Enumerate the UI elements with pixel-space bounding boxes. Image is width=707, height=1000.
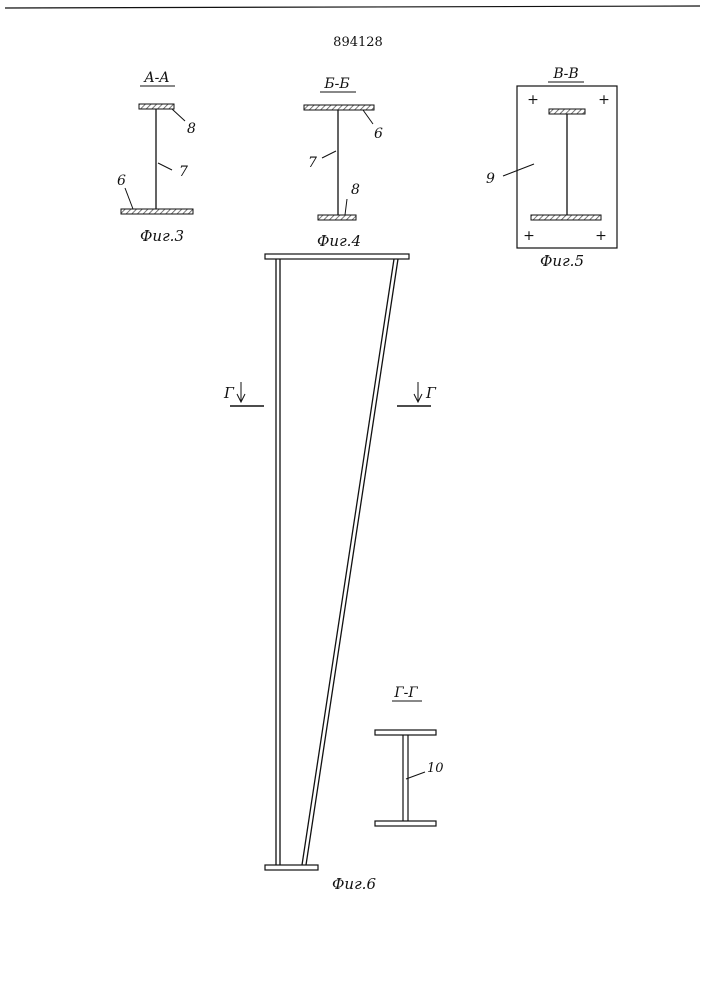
fig3-callout-6: 6 (117, 173, 126, 189)
fig5-plus-mark: + (595, 228, 607, 244)
section-g-g: Г-Г 10 (375, 685, 444, 826)
fig5-caption: Фиг.5 (540, 252, 584, 270)
gg-bottom-flange (375, 821, 436, 826)
fig5-top-flange (549, 109, 585, 114)
fig5-plus-mark: + (523, 228, 535, 244)
fig4-callout-6: 6 (374, 126, 383, 142)
patent-number: 894128 (333, 35, 383, 50)
sheet-top-border (5, 6, 700, 8)
figure-6: Г Г Фиг.6 (223, 254, 437, 893)
section-title-g-g: Г-Г (393, 685, 418, 701)
fig4-caption: Фиг.4 (317, 232, 361, 250)
fig5-plus-mark: + (527, 92, 539, 108)
fig4-bottom-flange (318, 215, 356, 220)
fig3-callout-8: 8 (187, 121, 196, 137)
section-title-a-a: A-A (143, 70, 170, 86)
fig6-top-plate (265, 254, 409, 259)
gg-callout-10: 10 (427, 761, 444, 776)
figure-3: A-A 8 7 6 Фиг.3 (117, 70, 196, 245)
fig3-top-flange (139, 104, 174, 109)
fig3-caption: Фиг.3 (140, 227, 184, 245)
section-title-v-v: В-В (552, 66, 578, 82)
section-title-b-b: Б-Б (323, 76, 349, 92)
fig4-callout-8: 8 (351, 182, 360, 198)
figure-5: В-В + + + + 9 Фиг.5 (486, 66, 617, 270)
fig6-caption: Фиг.6 (332, 875, 376, 893)
fig4-top-flange (304, 105, 374, 110)
fig3-callout-7: 7 (179, 164, 188, 180)
fig5-bottom-flange (531, 215, 601, 220)
fig6-right-leg (302, 259, 394, 865)
fig6-section-mark-right: Г (425, 384, 437, 402)
fig5-plus-mark: + (598, 92, 610, 108)
figure-4: Б-Б 6 7 8 Фиг.4 (304, 76, 383, 250)
fig3-bottom-flange (121, 209, 193, 214)
gg-top-flange (375, 730, 436, 735)
fig5-callout-9: 9 (486, 171, 495, 187)
fig6-section-mark-left: Г (223, 384, 235, 402)
fig6-bottom-plate (265, 865, 318, 870)
fig4-callout-7: 7 (308, 155, 317, 171)
